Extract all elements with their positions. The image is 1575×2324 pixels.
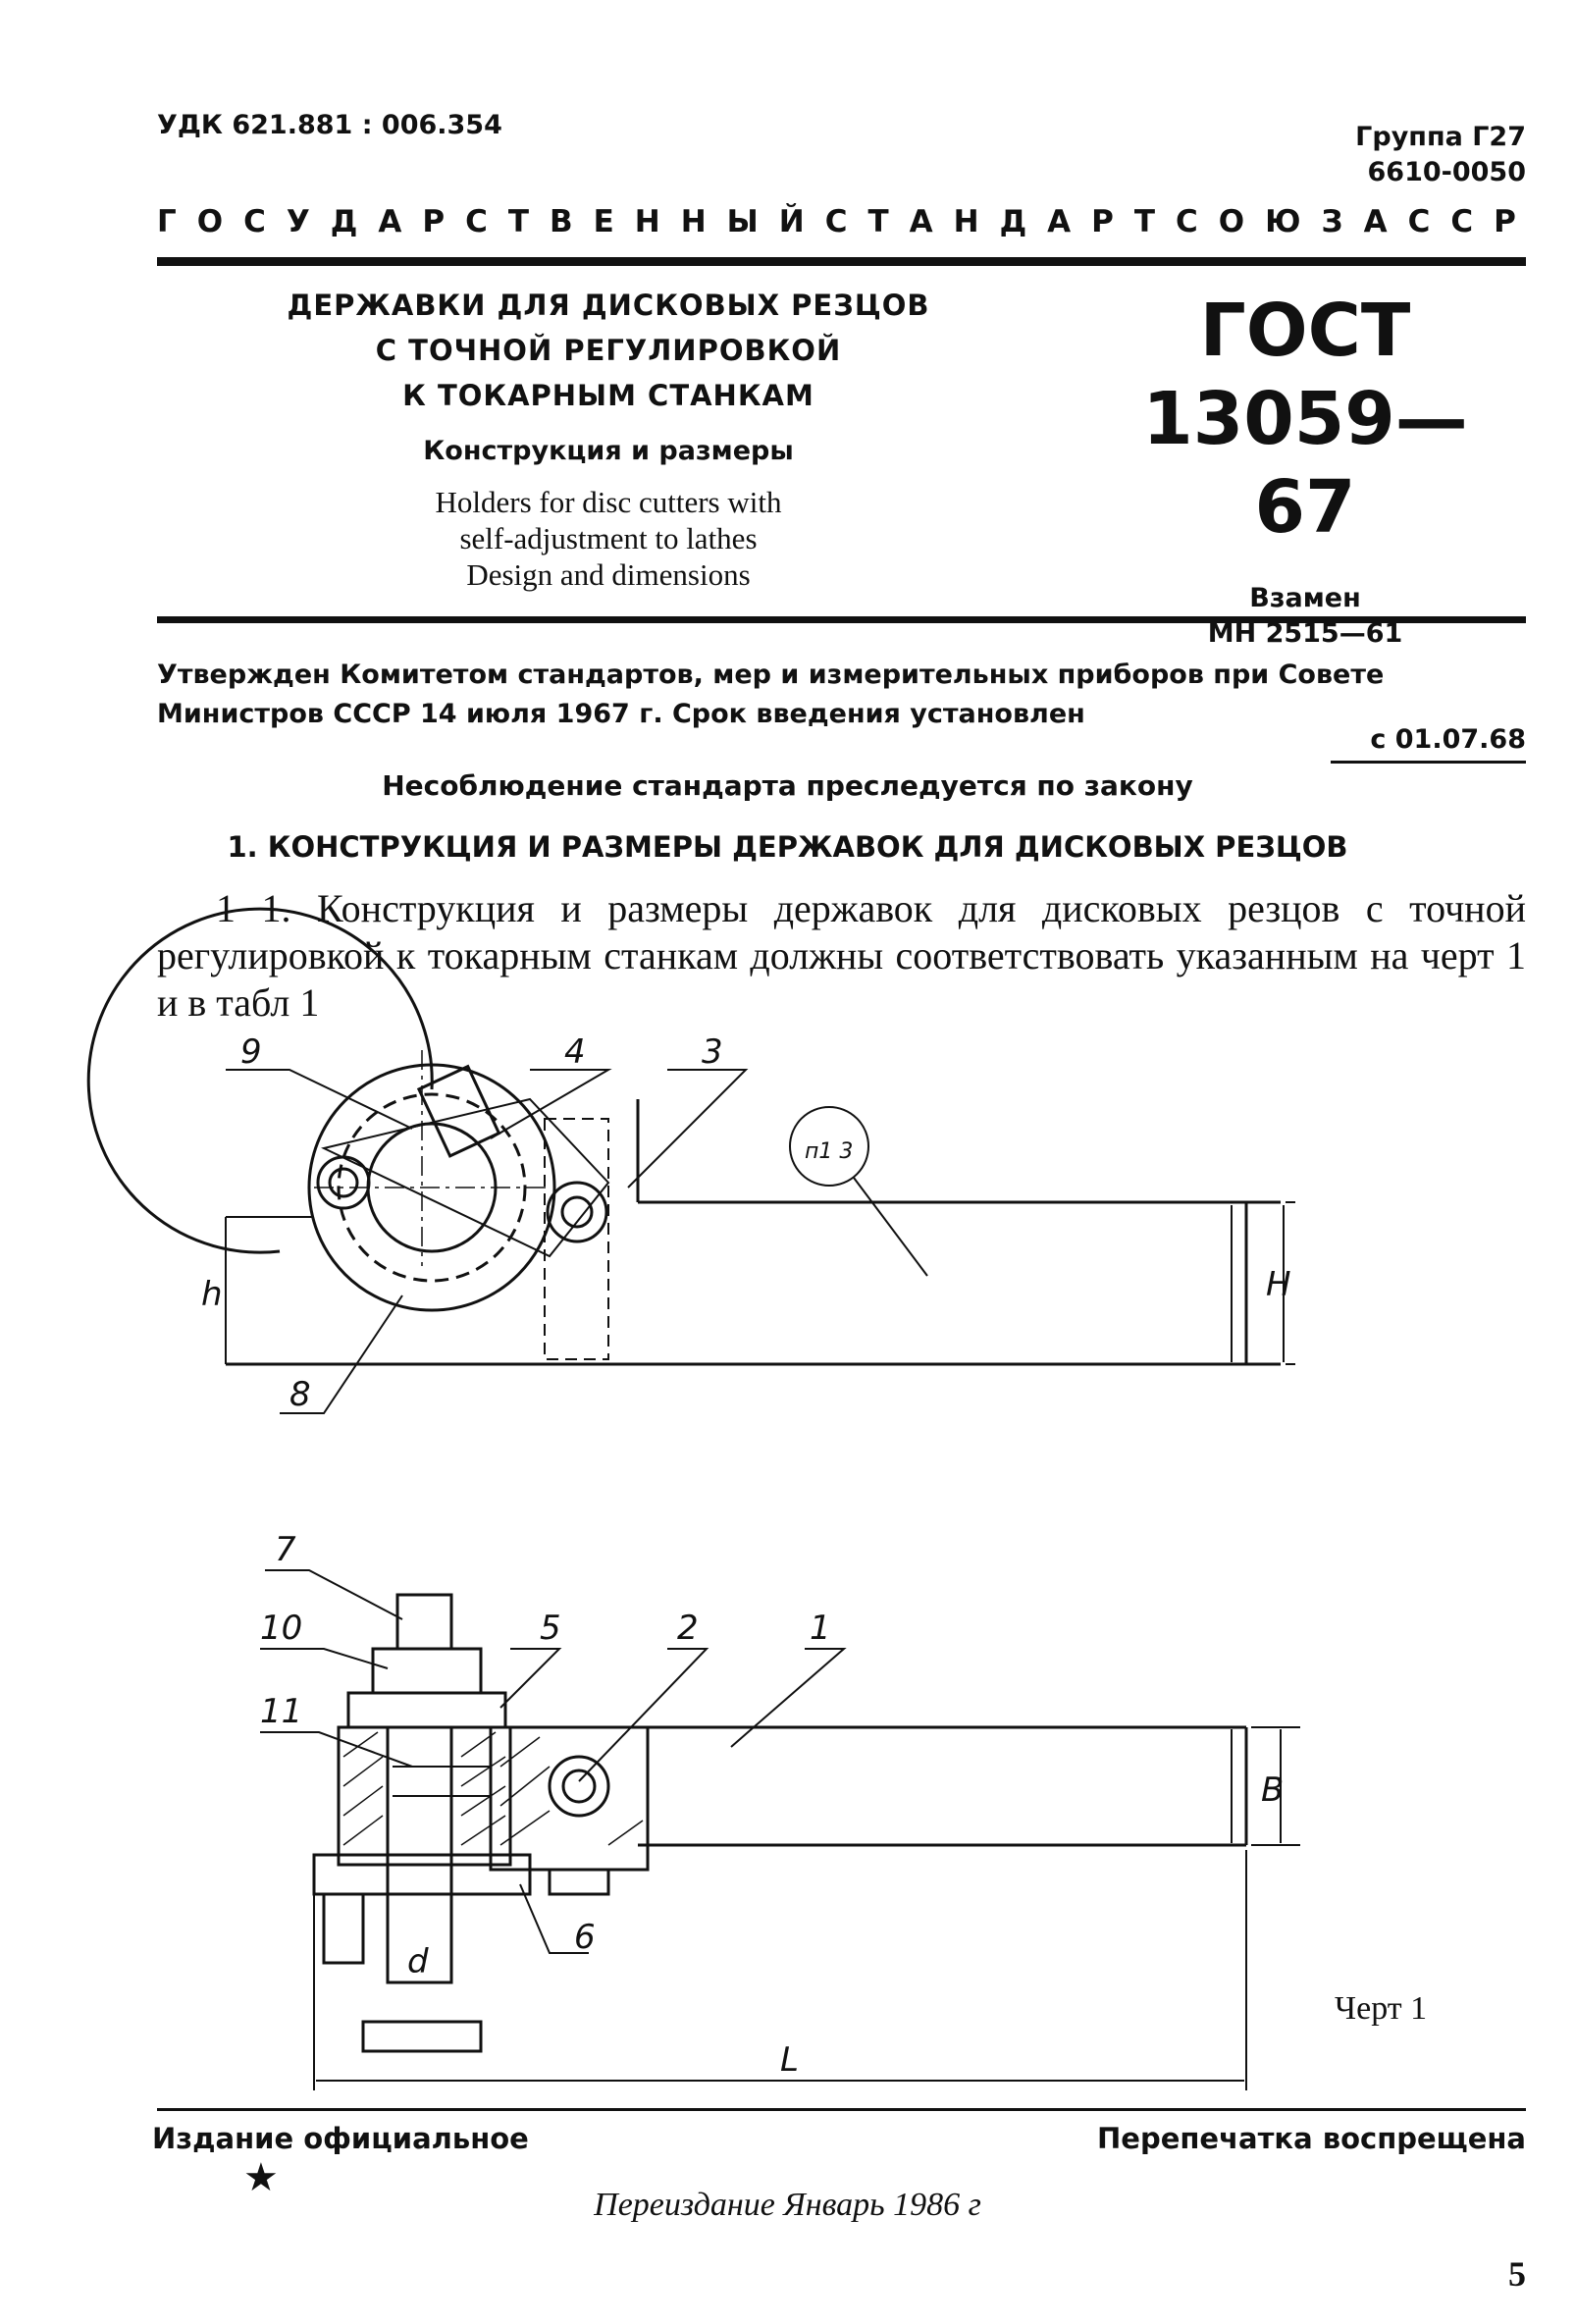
- replaces-label: Взамен: [1249, 583, 1361, 613]
- group-label: Группа Г27: [1355, 122, 1526, 152]
- paragraph-1-1: 1 1. Конструкция и размеры державок для …: [157, 885, 1526, 1027]
- drawing-caption: Черт 1: [1335, 1990, 1428, 2027]
- gost-block: ГОСТ 13059—67 Взамен МН 2515—61: [1109, 287, 1501, 652]
- title-en-line: self-adjustment to lathes: [459, 521, 758, 555]
- heading-word: СТАНДАРТ: [824, 204, 1177, 239]
- dimension-H: H: [1266, 1265, 1291, 1304]
- heading-word: СОЮЗА: [1176, 204, 1408, 239]
- paragraph-text: 1 1. Конструкция и размеры державок для …: [157, 886, 1526, 1025]
- part-label-5: 5: [540, 1609, 561, 1648]
- clamp-ring: [307, 1063, 556, 1312]
- title-block: ДЕРЖАВКИ ДЛЯ ДИСКОВЫХ РЕЗЦОВ С ТОЧНОЙ РЕ…: [265, 283, 952, 593]
- page-number: 5: [1508, 2254, 1526, 2294]
- classification-code: 6610-0050: [1367, 157, 1527, 187]
- part-label-7: 7: [275, 1530, 296, 1569]
- star-mark: ★: [243, 2155, 279, 2200]
- part-label-3: 3: [702, 1032, 723, 1072]
- part-label-1: 1: [810, 1609, 831, 1648]
- part-label-10: 10: [260, 1609, 302, 1648]
- top-rule: [157, 257, 1526, 266]
- dimension-h: h: [201, 1275, 223, 1314]
- heading-word: ГОСУДАРСТВЕННЫЙ: [157, 204, 825, 239]
- dimension-d: d: [407, 1942, 429, 1981]
- part-label-9: 9: [240, 1032, 262, 1072]
- title-en-line: Holders for disc cutters with: [435, 485, 782, 519]
- edition-label: Издание официальное: [152, 2122, 529, 2155]
- bottom-rule: [157, 616, 1526, 623]
- footer-rule: [157, 2108, 1526, 2111]
- dimension-L: L: [780, 2040, 799, 2080]
- part-label-8: 8: [289, 1375, 311, 1414]
- part-label-11: 11: [260, 1692, 302, 1731]
- gost-label: ГОСТ: [1199, 289, 1411, 373]
- approval-text: Утвержден Комитетом стандартов, мер и из…: [157, 660, 1385, 729]
- reprint-notice: Перепечатка воспрещена: [1097, 2122, 1526, 2155]
- title-en-line: Design and dimensions: [466, 557, 751, 592]
- title-line: С ТОЧНОЙ РЕГУЛИРОВКОЙ: [375, 334, 842, 367]
- replaces: Взамен МН 2515—61: [1109, 581, 1501, 652]
- section-title: 1. КОНСТРУКЦИЯ И РАЗМЕРЫ ДЕРЖАВОК ДЛЯ ДИ…: [227, 830, 1348, 864]
- heading-word: ССР: [1407, 204, 1537, 239]
- part-label-6: 6: [574, 1918, 596, 1957]
- law-notice: Несоблюдение стандарта преследуется по з…: [382, 769, 1193, 802]
- part-label-2: 2: [677, 1609, 699, 1648]
- title-en: Holders for disc cutters with self-adjus…: [265, 484, 952, 593]
- udk-code: УДК 621.881 : 006.354: [157, 110, 502, 140]
- subtitle-ru: Конструкция и размеры: [423, 436, 794, 466]
- title-line: К ТОКАРНЫМ СТАНКАМ: [402, 379, 814, 412]
- gost-number: 13059—67: [1142, 377, 1468, 550]
- group-code: Группа Г27 6610-0050: [1355, 120, 1526, 190]
- replaces-value: МН 2515—61: [1207, 618, 1403, 649]
- part-label-4: 4: [564, 1032, 586, 1072]
- title-line: ДЕРЖАВКИ ДЛЯ ДИСКОВЫХ РЕЗЦОВ: [287, 289, 930, 322]
- dimension-B: B: [1261, 1770, 1284, 1810]
- title-ru: ДЕРЖАВКИ ДЛЯ ДИСКОВЫХ РЕЗЦОВ С ТОЧНОЙ РЕ…: [265, 283, 952, 418]
- state-standard-heading: ГОСУДАРСТВЕННЫЙ СТАНДАРТ СОЮЗА ССР: [157, 204, 1526, 239]
- disc-outline: [86, 907, 434, 1254]
- effective-date: с 01.07.68: [1331, 724, 1526, 764]
- reissue-note: Переиздание Январь 1986 г: [594, 2187, 981, 2223]
- note-label: п1 3: [805, 1139, 853, 1164]
